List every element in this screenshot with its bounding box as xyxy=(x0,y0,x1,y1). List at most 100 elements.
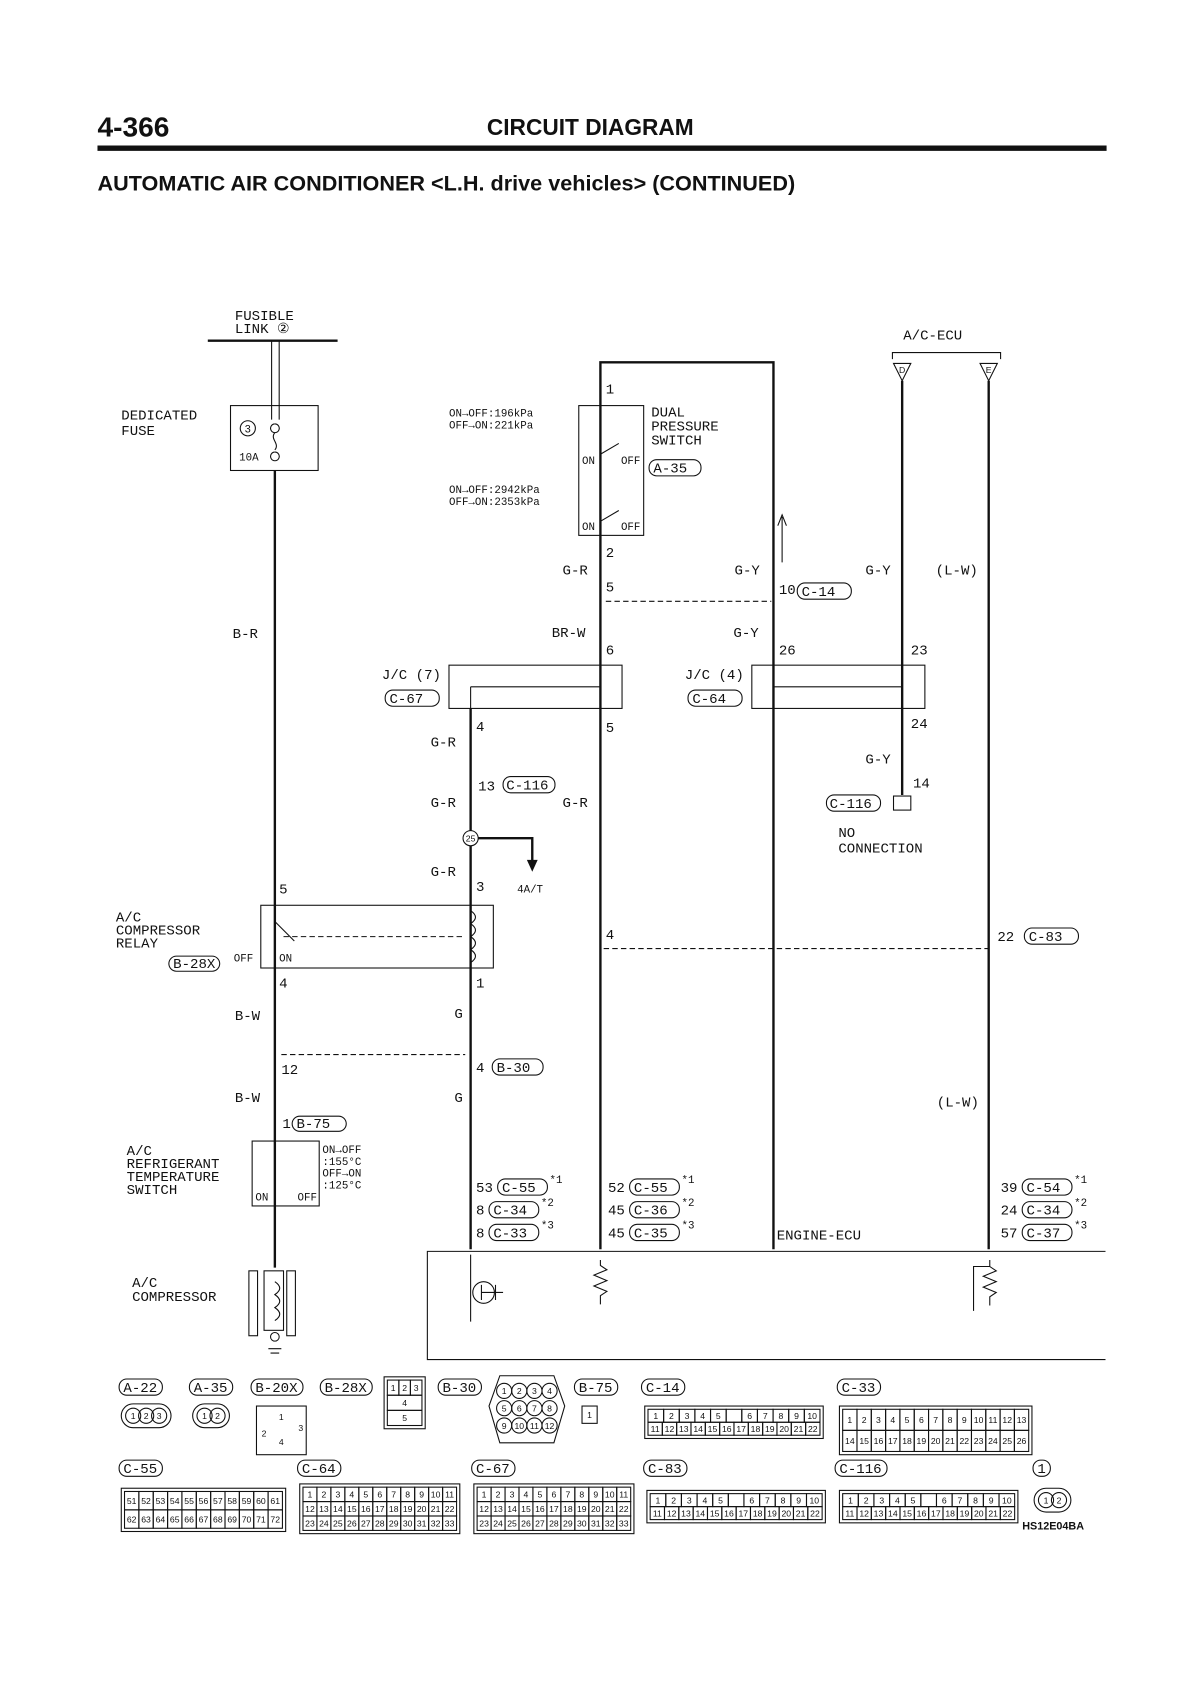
ecu-pin: 57 xyxy=(1001,1226,1018,1242)
connector-pin: 30 xyxy=(403,1518,413,1528)
temp-switch-name: SWITCH xyxy=(127,1183,178,1199)
connector-pin: 5 xyxy=(363,1490,368,1500)
pressure-spec: OFF→ON:221kPa xyxy=(449,420,534,432)
connector-pin: 33 xyxy=(619,1518,629,1528)
connector-pin: 2 xyxy=(517,1386,522,1396)
temp-off: OFF xyxy=(298,1193,317,1205)
connector-pin: 26 xyxy=(1017,1436,1027,1446)
connector-pin-cell xyxy=(920,1493,938,1508)
connector-pin: 14 xyxy=(888,1508,898,1518)
fuse-label: DEDICATED xyxy=(121,409,197,425)
connector-pin: 3 xyxy=(157,1411,162,1421)
connector-ref-badge xyxy=(1021,1223,1073,1242)
fuse-rating: 10A xyxy=(239,453,259,465)
connector-pin: 13 xyxy=(681,1508,691,1518)
connector-label-badge xyxy=(118,1378,163,1396)
connector-pin: 4 xyxy=(700,1411,705,1421)
connector-pin: 51 xyxy=(127,1496,137,1506)
ecu-pin: 45 xyxy=(608,1204,625,1220)
wire-color: G-R xyxy=(431,865,457,881)
pin-label: 24 xyxy=(911,717,928,733)
pin-label: 14 xyxy=(913,776,930,792)
connector-pin: 12 xyxy=(667,1508,677,1518)
connector-pin: 20 xyxy=(417,1504,427,1514)
ecu-note: *1 xyxy=(1074,1175,1087,1187)
connector-pin: 21 xyxy=(945,1436,955,1446)
engine-ecu-box xyxy=(426,1250,1106,1361)
connector-label-badge xyxy=(118,1459,163,1477)
pin-label: 5 xyxy=(606,581,614,597)
fuse-label-2: FUSE xyxy=(121,424,155,440)
connector-pin: 19 xyxy=(917,1436,927,1446)
temp-switch-name: A/C xyxy=(127,1144,152,1160)
connector-pin: 65 xyxy=(170,1514,180,1524)
pin-label: 10 xyxy=(779,583,796,599)
connector-ref-badge xyxy=(629,1178,680,1196)
temp-spec: ON→OFF xyxy=(322,1145,361,1157)
ecu-pin: 8 xyxy=(476,1226,484,1242)
wire-pressure-switch xyxy=(599,361,775,1250)
connector-pin: 9 xyxy=(962,1415,967,1425)
compressor-name: A/C xyxy=(132,1276,157,1292)
connector-pin: 6 xyxy=(377,1490,382,1500)
engine-ecu-label: ENGINE-ECU xyxy=(777,1228,861,1244)
connector-pin: 28 xyxy=(375,1518,385,1528)
connector-pin: 2 xyxy=(496,1490,501,1500)
connector-pin: 11 xyxy=(653,1508,662,1518)
wire-color: G xyxy=(454,1091,462,1107)
wire-color: G-Y xyxy=(865,753,891,769)
relay-contact-icon xyxy=(274,921,295,942)
connector-body xyxy=(488,1375,566,1444)
connector-pin: 11 xyxy=(845,1508,854,1518)
connector-ref-badge xyxy=(502,776,556,794)
compressor-relay-box xyxy=(260,904,494,969)
connector-pin: 13 xyxy=(493,1504,503,1514)
connector-pin: 31 xyxy=(591,1518,601,1528)
ecu-note: *1 xyxy=(550,1175,563,1187)
connector-ref-badge xyxy=(1023,927,1080,945)
connector-pin: 1 xyxy=(279,1412,284,1422)
connector-pin: 2 xyxy=(262,1428,267,1438)
pin-label: 12 xyxy=(281,1063,298,1079)
connector-pin: 9 xyxy=(796,1495,801,1505)
connector-pin: 1 xyxy=(131,1411,136,1421)
terminal-e-icon xyxy=(979,362,999,382)
connector-pin: 15 xyxy=(710,1508,720,1518)
no-connection-terminal-icon xyxy=(892,795,912,811)
wire-color: B-W xyxy=(235,1009,261,1025)
connector-pin: 22 xyxy=(960,1436,970,1446)
connector-pin: 3 xyxy=(687,1495,692,1505)
connector-pin: 4 xyxy=(402,1398,407,1408)
wire-color: G-R xyxy=(563,796,589,812)
connector-ref-badge xyxy=(825,794,882,812)
connector-body xyxy=(646,1489,826,1524)
pin-label: 1 xyxy=(282,1117,290,1133)
at-label: 4A/T xyxy=(517,884,543,896)
connector-pin: 20 xyxy=(591,1504,601,1514)
connector-pin: 64 xyxy=(156,1514,166,1524)
connector-pin: 69 xyxy=(227,1514,237,1524)
connector-pin: 7 xyxy=(763,1411,768,1421)
pin-label: 4 xyxy=(279,976,287,992)
relay-name: COMPRESSOR xyxy=(116,923,201,939)
connector-label-badge xyxy=(573,1378,619,1396)
connector-pin: 2 xyxy=(402,1383,407,1393)
connector-label: B-28X xyxy=(325,1381,368,1397)
connector-pin: 13 xyxy=(319,1504,329,1514)
connector-pin: 19 xyxy=(577,1504,587,1514)
connector-pin: 8 xyxy=(579,1490,584,1500)
connector-ref-badge xyxy=(648,459,702,477)
ecu-connector: C-55 xyxy=(502,1181,536,1197)
connector-pin: 10 xyxy=(514,1421,524,1431)
connector-pin: 55 xyxy=(184,1496,194,1506)
switch-off: OFF xyxy=(621,522,640,534)
connector-pin: 5 xyxy=(905,1415,910,1425)
connector-body xyxy=(192,1403,230,1429)
junction-connector-7 xyxy=(448,664,623,709)
connector-pin: 2 xyxy=(322,1490,327,1500)
connector-pin: 58 xyxy=(227,1496,237,1506)
connector-pin: 6 xyxy=(942,1495,947,1505)
connector-pin: 3 xyxy=(414,1383,419,1393)
connector-pin: 4 xyxy=(279,1437,284,1447)
connector-pin: 1 xyxy=(1044,1495,1049,1505)
